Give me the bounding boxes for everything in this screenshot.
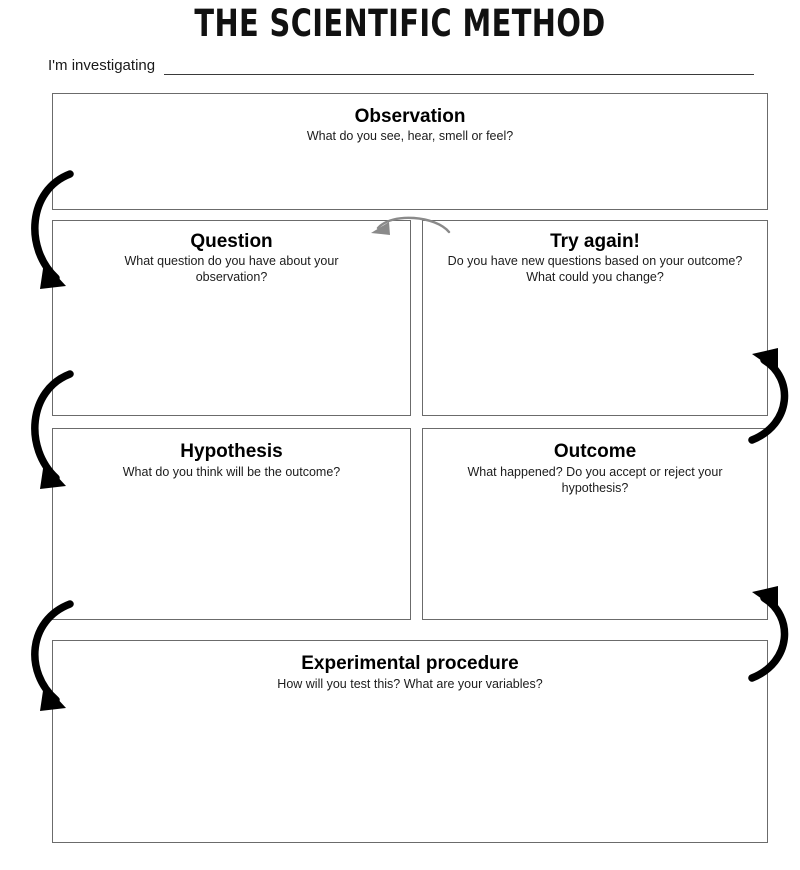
outcome-prompt: What happened? Do you accept or reject y… xyxy=(423,464,767,496)
hypothesis-heading: Hypothesis xyxy=(180,441,283,462)
investigating-label: I'm investigating xyxy=(48,57,156,74)
observation-prompt: What do you see, hear, smell or feel? xyxy=(53,128,767,144)
investigating-input-line[interactable] xyxy=(164,59,754,75)
try-again-box[interactable]: Try again! Do you have new questions bas… xyxy=(422,220,768,416)
question-box[interactable]: Question What question do you have about… xyxy=(52,220,411,416)
experimental-procedure-prompt: How will you test this? What are your va… xyxy=(53,676,767,692)
observation-prompt-text: What do you see, hear, smell or feel? xyxy=(306,129,514,143)
outcome-heading: Outcome xyxy=(553,441,637,462)
experimental-procedure-prompt-text: How will you test this? What are your va… xyxy=(277,677,543,691)
observation-heading: Observation xyxy=(354,106,466,127)
try-again-prompt-text: Do you have new questions based on your … xyxy=(447,254,743,284)
page-title: THE SCIENTIFIC METHOD xyxy=(194,2,606,45)
hypothesis-prompt-text: What do you think will be the outcome? xyxy=(122,465,341,479)
observation-box[interactable]: Observation What do you see, hear, smell… xyxy=(52,93,768,210)
outcome-prompt-text: What happened? Do you accept or reject y… xyxy=(467,465,723,495)
question-prompt: What question do you have about your obs… xyxy=(53,253,410,285)
question-heading: Question xyxy=(190,231,273,252)
outcome-box[interactable]: Outcome What happened? Do you accept or … xyxy=(422,428,768,620)
question-prompt-text: What question do you have about your obs… xyxy=(124,254,339,284)
hypothesis-prompt: What do you think will be the outcome? xyxy=(53,464,410,480)
experimental-procedure-box[interactable]: Experimental procedure How will you test… xyxy=(52,640,768,843)
experimental-procedure-heading: Experimental procedure xyxy=(301,653,519,674)
investigating-row: I'm investigating xyxy=(48,53,754,75)
try-again-prompt: Do you have new questions based on your … xyxy=(423,253,767,285)
hypothesis-box[interactable]: Hypothesis What do you think will be the… xyxy=(52,428,411,620)
try-again-heading: Try again! xyxy=(550,231,640,252)
